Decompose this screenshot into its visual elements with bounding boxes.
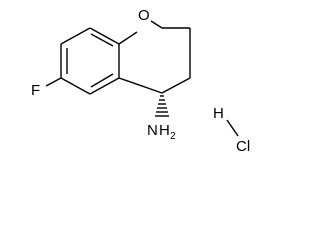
amine-hydrogen-label: H [159,122,170,139]
hcl-bond [226,119,239,137]
stereo-hash-bond [155,95,169,117]
fluorine-label: F [31,82,40,99]
pyran-ring [118,20,191,94]
amine-subscript: 2 [170,131,176,142]
hcl-chlorine-label: Cl [236,138,250,155]
hcl-hydrogen-label: H [213,105,224,122]
fluorine-bond [45,77,62,87]
oxygen-label: O [138,7,150,24]
amine-nitrogen-label: N [147,122,158,139]
benzene-ring [60,27,120,95]
chemical-structure: O F N H 2 H Cl [31,7,250,155]
